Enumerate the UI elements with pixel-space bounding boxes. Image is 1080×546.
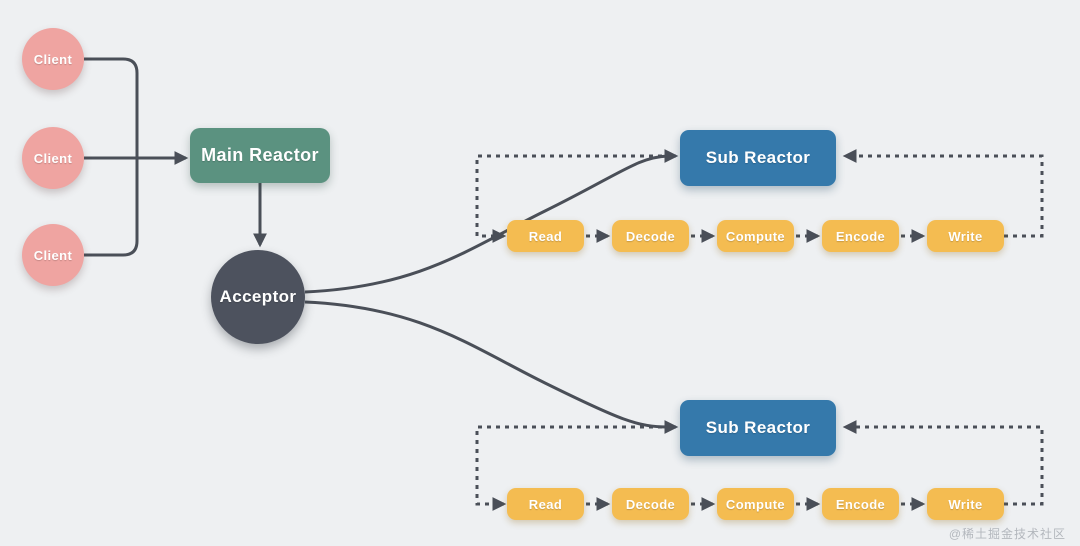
- stage-decode-top: Decode: [612, 220, 689, 252]
- stage-write-top: Write: [927, 220, 1004, 252]
- stage-read-bottom: Read: [507, 488, 584, 520]
- stage-read-top: Read: [507, 220, 584, 252]
- watermark-text: @稀土掘金技术社区: [948, 527, 1066, 541]
- client-node-3: Client: [22, 224, 84, 286]
- sub-reactor-node-top: Sub Reactor: [680, 130, 836, 186]
- client-node-1: Client: [22, 28, 84, 90]
- edge-write-to-sub2: [842, 420, 1044, 506]
- sub-reactor-node-bottom: Sub Reactor: [680, 400, 836, 456]
- client-node-2: Client: [22, 127, 84, 189]
- edge-sub2-dispatch-to-read: [475, 425, 662, 511]
- stage-compute-top: Compute: [717, 220, 794, 252]
- stage-compute-bottom: Compute: [717, 488, 794, 520]
- stage-write-bottom: Write: [927, 488, 1004, 520]
- edge-acceptor-to-sub-reactor-bottom: [304, 300, 679, 434]
- acceptor-node: Acceptor: [211, 250, 305, 344]
- edge-sub1-dispatch-to-read: [475, 154, 662, 243]
- edge-write-to-sub1: [842, 149, 1044, 238]
- main-reactor-node: Main Reactor: [190, 128, 330, 183]
- stage-encode-top: Encode: [822, 220, 899, 252]
- stage-encode-bottom: Encode: [822, 488, 899, 520]
- stage-decode-bottom: Decode: [612, 488, 689, 520]
- edge-acceptor-to-sub-reactor-top: [304, 149, 679, 294]
